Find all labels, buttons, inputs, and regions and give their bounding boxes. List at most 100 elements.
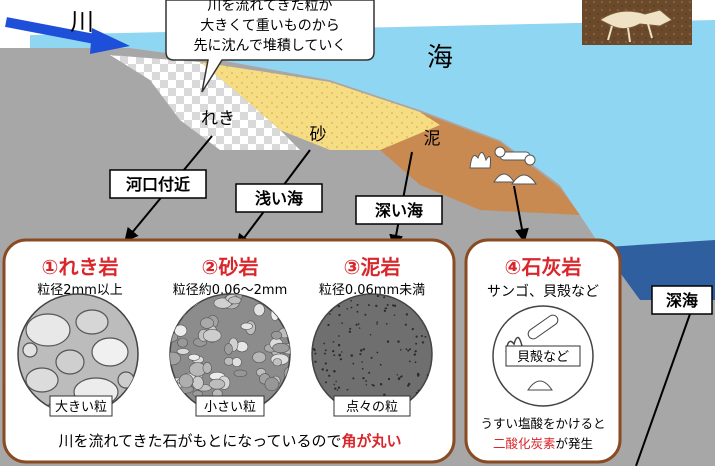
mud-dot <box>404 323 407 326</box>
mud-dot <box>359 349 363 352</box>
mud-dot <box>383 309 387 312</box>
rock-3-title: ③泥岩 <box>344 255 401 279</box>
mud-dot <box>339 358 343 361</box>
shallow-label: 浅い海 <box>255 189 303 208</box>
sand-grain <box>253 303 265 317</box>
rock-4-tag: 貝殻など <box>517 350 569 365</box>
mud-dot <box>413 353 416 356</box>
mud-dot <box>350 354 354 357</box>
mud-dot <box>312 347 316 351</box>
mud-dot <box>396 374 399 376</box>
sand-grain <box>272 342 290 354</box>
rock-1-title: ①れき岩 <box>42 255 119 279</box>
limestone-note-2: 二酸化炭素が発生 <box>493 436 593 451</box>
mud-dot <box>359 327 361 329</box>
mud-dot <box>321 368 324 371</box>
mud-dot <box>362 376 365 380</box>
mud-dot <box>341 322 343 324</box>
river-arrow <box>5 17 130 54</box>
mud-dot <box>337 386 341 389</box>
sand-grain <box>188 353 200 361</box>
mud-dot <box>397 340 400 343</box>
mud-dot <box>334 387 337 390</box>
sand-grain <box>264 377 279 392</box>
mud-dot <box>393 314 396 316</box>
mud-dot <box>379 363 382 366</box>
mud-dot <box>397 377 401 380</box>
sand-grain <box>271 330 283 340</box>
mud-dot <box>385 307 388 310</box>
mud-dot <box>328 374 331 377</box>
tag-shallow: 浅い海 <box>235 183 323 213</box>
sand-grain <box>170 351 182 366</box>
rock-3-size: 粒径0.06mm未満 <box>319 283 425 298</box>
gravel-layer <box>110 55 300 150</box>
mud-dot <box>408 348 412 351</box>
shell-coral-icon <box>469 146 537 185</box>
mud-dot <box>359 353 362 356</box>
sand-grain <box>176 348 190 355</box>
rock-3-tag: 点々の粒 <box>346 400 398 415</box>
mud-dot <box>325 381 327 384</box>
mud-dot <box>376 323 378 325</box>
sand-grain <box>200 317 214 329</box>
rock-2-title: ②砂岩 <box>202 255 259 279</box>
limestone-note-1: うすい塩酸をかけると <box>480 416 605 431</box>
mud-dot <box>370 356 373 359</box>
sand-grain <box>240 322 253 330</box>
mud-dot <box>323 342 326 345</box>
mud-dot <box>376 351 379 354</box>
mud-dot <box>386 340 390 343</box>
mud-dot <box>327 323 330 327</box>
sand-label: 砂 <box>310 125 327 145</box>
mud-dot <box>348 330 352 333</box>
mud-dot <box>416 374 420 377</box>
river-label: 川 <box>70 8 94 36</box>
mud-dot <box>328 313 331 315</box>
rock-2-size: 粒径約0.06〜2mm <box>173 283 288 298</box>
sand-grain <box>224 343 233 355</box>
mud-dot <box>415 335 418 338</box>
callout-box: 川を流れてきた粒が 大きくて重いものから 先に沈んで堆積していく <box>165 0 375 93</box>
footer-text: 川を流れてきた石がもとになっているので角が丸い <box>58 432 401 450</box>
mud-dot <box>352 377 355 380</box>
mud-dot <box>323 352 326 355</box>
mud-dot <box>350 306 353 309</box>
mud-dot <box>337 343 341 347</box>
mud-dot <box>365 380 367 382</box>
mud-dot <box>365 384 368 386</box>
tag-deep: 深い海 <box>355 195 443 225</box>
rock-4-title: ④石灰岩 <box>505 255 582 279</box>
sand-grain <box>178 373 194 389</box>
mud-dot <box>367 304 370 307</box>
mud-dot <box>346 308 348 310</box>
mud-dot <box>337 335 340 337</box>
mud-dot <box>375 304 378 308</box>
tag-deep-sea: 深海 <box>651 285 713 315</box>
deep-sea-label: 深海 <box>666 291 698 310</box>
mud-dot <box>333 369 336 373</box>
mud-dot <box>416 372 420 376</box>
mud-dot <box>324 362 327 365</box>
mud-dot <box>364 313 367 316</box>
mud-dot <box>383 296 386 299</box>
mud-dot <box>356 303 359 306</box>
mud-dot <box>338 353 341 357</box>
mud-label: 泥 <box>424 129 441 149</box>
fossil-image <box>582 0 692 45</box>
mud-dot <box>361 361 364 363</box>
sand-grain <box>233 369 248 377</box>
mud-dot <box>368 371 371 374</box>
mud-dot <box>386 304 389 306</box>
rock-2-tag: 小さい粒 <box>204 400 256 415</box>
mud-dot <box>333 354 336 357</box>
mud-dot <box>314 352 317 355</box>
gravel-label: れき <box>201 109 235 129</box>
callout-line-1: 川を流れてきた粒が <box>207 0 332 14</box>
mud-dot <box>407 349 410 352</box>
deep-label: 深い海 <box>375 201 423 220</box>
mud-dot <box>424 335 427 338</box>
mud-dot <box>361 367 364 370</box>
mud-dot <box>352 362 355 365</box>
sand-grain <box>177 337 188 348</box>
